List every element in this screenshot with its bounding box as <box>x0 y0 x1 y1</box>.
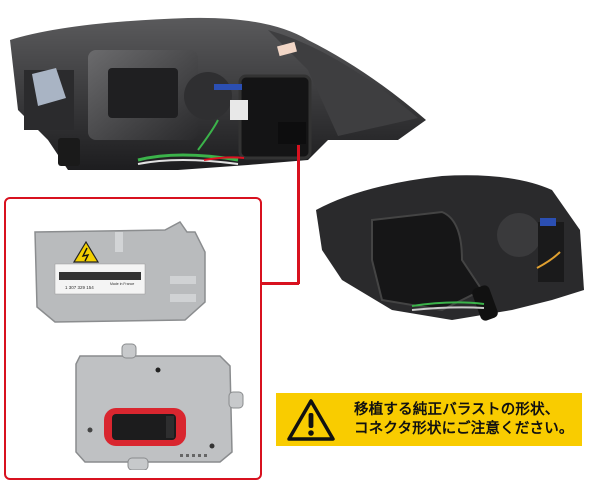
warning-line-2: コネクタ形状にご注意ください。 <box>354 420 574 437</box>
ballast-part-number: 1 307 329 154 <box>65 285 94 290</box>
callout-connector-line-vertical <box>297 145 300 284</box>
ballast-label-side-image: 1 307 329 154 Made in France <box>34 221 206 323</box>
ballast-origin-label: Made in France <box>110 282 134 286</box>
warning-message: 移植する純正バラストの形状、 コネクタ形状にご注意ください。 <box>354 401 574 439</box>
warning-triangle-icon <box>287 398 335 441</box>
headlight-rear-top-image <box>10 17 426 170</box>
warning-notice: 移植する純正バラストの形状、 コネクタ形状にご注意ください。 <box>276 393 582 446</box>
callout-connector-line-horizontal <box>262 282 299 285</box>
warning-line-1: 移植する純正バラストの形状、 <box>354 401 560 418</box>
ballast-connector-side-image <box>75 343 244 470</box>
ballast-callout-frame <box>4 197 262 480</box>
headlight-rear-right-image <box>316 175 584 321</box>
